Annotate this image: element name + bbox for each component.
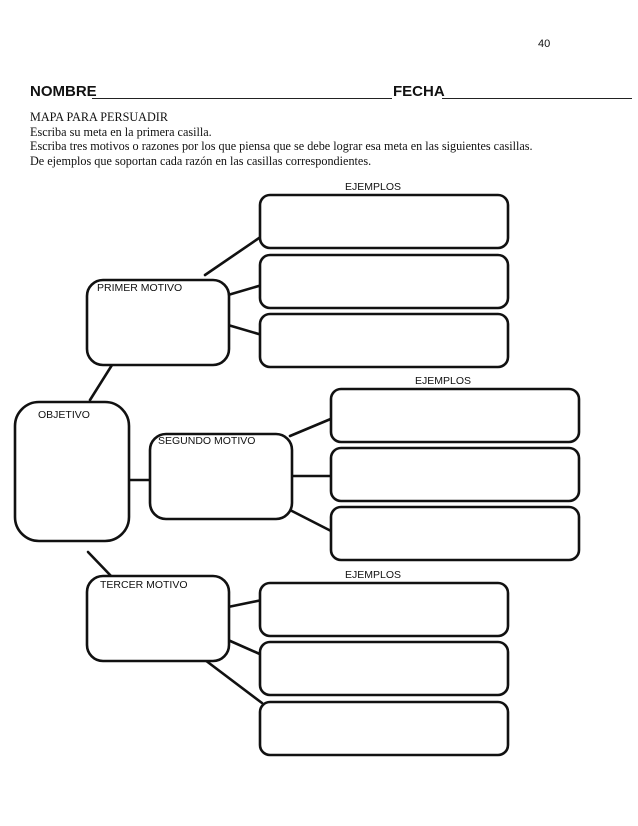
reason-3-label: TERCER MOTIVO: [100, 579, 188, 591]
reason-1-example-box-2[interactable]: [258, 253, 510, 310]
instructions-title: MAPA PARA PERSUADIR: [30, 110, 168, 124]
connector-reason3-example2: [203, 658, 264, 705]
connector-reason2-example1: [288, 416, 335, 438]
page-number: 40: [538, 38, 551, 50]
reason-3-group: TERCER MOTIVO EJEMPLOS: [85, 569, 510, 757]
reason-1-example-box-3[interactable]: [258, 312, 510, 369]
connector-objective-reason1: [88, 363, 114, 402]
reason-2-example-box-1[interactable]: [329, 387, 581, 444]
connector-reason2-example3: [288, 508, 335, 534]
reason-3-box[interactable]: [85, 574, 231, 663]
reason-2-group: SEGUNDO MOTIVO EJEMPLOS: [148, 375, 581, 562]
date-label: FECHA: [393, 83, 445, 100]
instructions: MAPA PARA PERSUADIR Escriba su meta en l…: [30, 110, 630, 168]
connector-reason1-example2: [226, 283, 264, 297]
reason-2-box[interactable]: [148, 432, 294, 521]
reason-2-label: SEGUNDO MOTIVO: [158, 435, 255, 447]
name-blank-line[interactable]: [92, 98, 392, 99]
map-connectors: [86, 234, 335, 705]
reason-1-examples-label: EJEMPLOS: [345, 181, 401, 193]
reason-1-example-box-1[interactable]: [258, 193, 510, 250]
connector-reason1-example1: [203, 234, 264, 277]
reason-1-label: PRIMER MOTIVO: [97, 282, 182, 294]
connector-reason3-example1: [226, 598, 264, 609]
reason-2-example-box-2[interactable]: [329, 446, 581, 503]
name-label: NOMBRE: [30, 83, 97, 100]
instruction-line-3: De ejemplos que soportan cada razón en l…: [30, 153, 372, 168]
instruction-line-1: Escriba su meta en la primera casilla.: [30, 124, 212, 139]
reason-3-example-box-1[interactable]: [258, 581, 510, 638]
reason-1-box[interactable]: [85, 278, 231, 367]
objective-box[interactable]: [13, 400, 131, 543]
reason-2-example-box-3[interactable]: [329, 505, 581, 562]
name-date-header: NOMBRE FECHA: [30, 82, 632, 104]
objective-label: OBJETIVO: [38, 409, 90, 421]
reason-2-examples-label: EJEMPLOS: [415, 375, 471, 387]
date-blank-line[interactable]: [442, 98, 632, 99]
connector-reason1-example3: [226, 323, 264, 337]
connector-objective-reason3: [86, 550, 114, 579]
reason-3-example-box-3[interactable]: [258, 700, 510, 757]
objective-group: OBJETIVO: [13, 400, 131, 543]
connector-reason3-example3: [226, 638, 264, 657]
reason-3-examples-label: EJEMPLOS: [345, 569, 401, 581]
reason-3-example-box-2[interactable]: [258, 640, 510, 697]
instruction-line-2: Escriba tres motivos o razones por los q…: [30, 139, 533, 153]
reason-1-group: PRIMER MOTIVO EJEMPLOS: [85, 181, 510, 369]
